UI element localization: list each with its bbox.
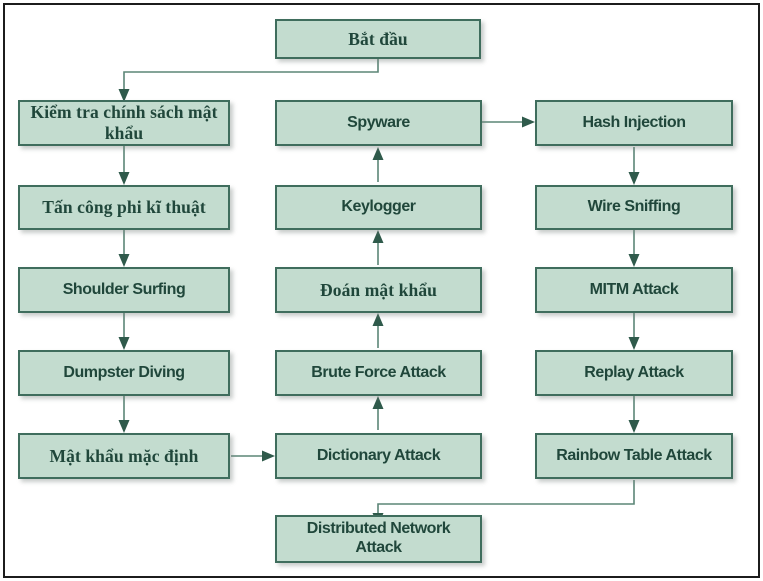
arrowhead-dumpster-to-default-pw [118, 420, 130, 433]
node-wire-sniffing-label: Wire Sniffing [587, 198, 681, 216]
node-password-guessing-label: Đoán mật khẩu [319, 279, 438, 300]
node-start-label: Bắt đầu [348, 28, 408, 49]
node-mitm-attack[interactable]: MITM Attack [535, 267, 733, 313]
arrowhead-replay-to-rainbow [628, 420, 640, 433]
node-spyware-label: Spyware [347, 113, 410, 131]
node-non-technical-attack[interactable]: Tấn công phi kĩ thuật [18, 185, 230, 230]
arrowhead-keylogger-to-spyware [372, 147, 384, 160]
node-check-password-policy-label: Kiểm tra chính sách mật khẩu [30, 102, 218, 143]
node-shoulder-surfing[interactable]: Shoulder Surfing [18, 267, 230, 313]
node-start[interactable]: Bắt đầu [275, 19, 481, 59]
arrowhead-bruteforce-to-guess-pw [372, 313, 384, 326]
node-keylogger[interactable]: Keylogger [275, 185, 482, 230]
node-check-password-policy[interactable]: Kiểm tra chính sách mật khẩu [18, 100, 230, 146]
node-password-guessing[interactable]: Đoán mật khẩu [275, 267, 482, 313]
arrowhead-spyware-to-hash-injection [522, 116, 535, 128]
arrowhead-dictionary-to-bruteforce [372, 396, 384, 409]
arrowhead-mitm-to-replay [628, 337, 640, 350]
node-replay-attack-label: Replay Attack [584, 363, 684, 381]
node-dumpster-diving-label: Dumpster Diving [63, 363, 185, 381]
node-keylogger-label: Keylogger [341, 198, 416, 216]
node-brute-force-attack-label: Brute Force Attack [311, 363, 446, 381]
node-distributed-network-attack-label: Distributed Network Attack [306, 520, 451, 556]
node-hash-injection[interactable]: Hash Injection [535, 100, 733, 146]
node-spyware[interactable]: Spyware [275, 100, 482, 146]
node-brute-force-attack[interactable]: Brute Force Attack [275, 350, 482, 396]
arrowhead-default-pw-to-dictionary [262, 450, 275, 462]
arrowhead-shoulder-to-dumpster [118, 337, 130, 350]
node-hash-injection-label: Hash Injection [582, 113, 686, 131]
node-replay-attack[interactable]: Replay Attack [535, 350, 733, 396]
edge-start-to-check-policy [123, 59, 379, 92]
node-dumpster-diving[interactable]: Dumpster Diving [18, 350, 230, 396]
node-wire-sniffing[interactable]: Wire Sniffing [535, 185, 733, 230]
edge-rainbow-to-distributed [377, 480, 635, 515]
node-default-password-label: Mật khẩu mặc định [49, 445, 199, 466]
node-dictionary-attack-label: Dictionary Attack [316, 446, 441, 464]
node-shoulder-surfing-label: Shoulder Surfing [62, 280, 186, 298]
node-default-password[interactable]: Mật khẩu mặc định [18, 433, 230, 479]
node-non-technical-attack-label: Tấn công phi kĩ thuật [42, 197, 206, 218]
node-distributed-network-attack[interactable]: Distributed Network Attack [275, 515, 482, 563]
arrowhead-hash-injection-to-wire-sniffing [628, 172, 640, 185]
node-rainbow-table-attack[interactable]: Rainbow Table Attack [535, 433, 733, 479]
arrowhead-guess-pw-to-keylogger [372, 230, 384, 243]
node-mitm-attack-label: MITM Attack [589, 280, 679, 298]
arrowhead-check-policy-to-nontech [118, 172, 130, 185]
node-dictionary-attack[interactable]: Dictionary Attack [275, 433, 482, 479]
arrowhead-wire-sniffing-to-mitm [628, 254, 640, 267]
arrowhead-nontech-to-shoulder [118, 254, 130, 267]
node-rainbow-table-attack-label: Rainbow Table Attack [556, 446, 712, 464]
